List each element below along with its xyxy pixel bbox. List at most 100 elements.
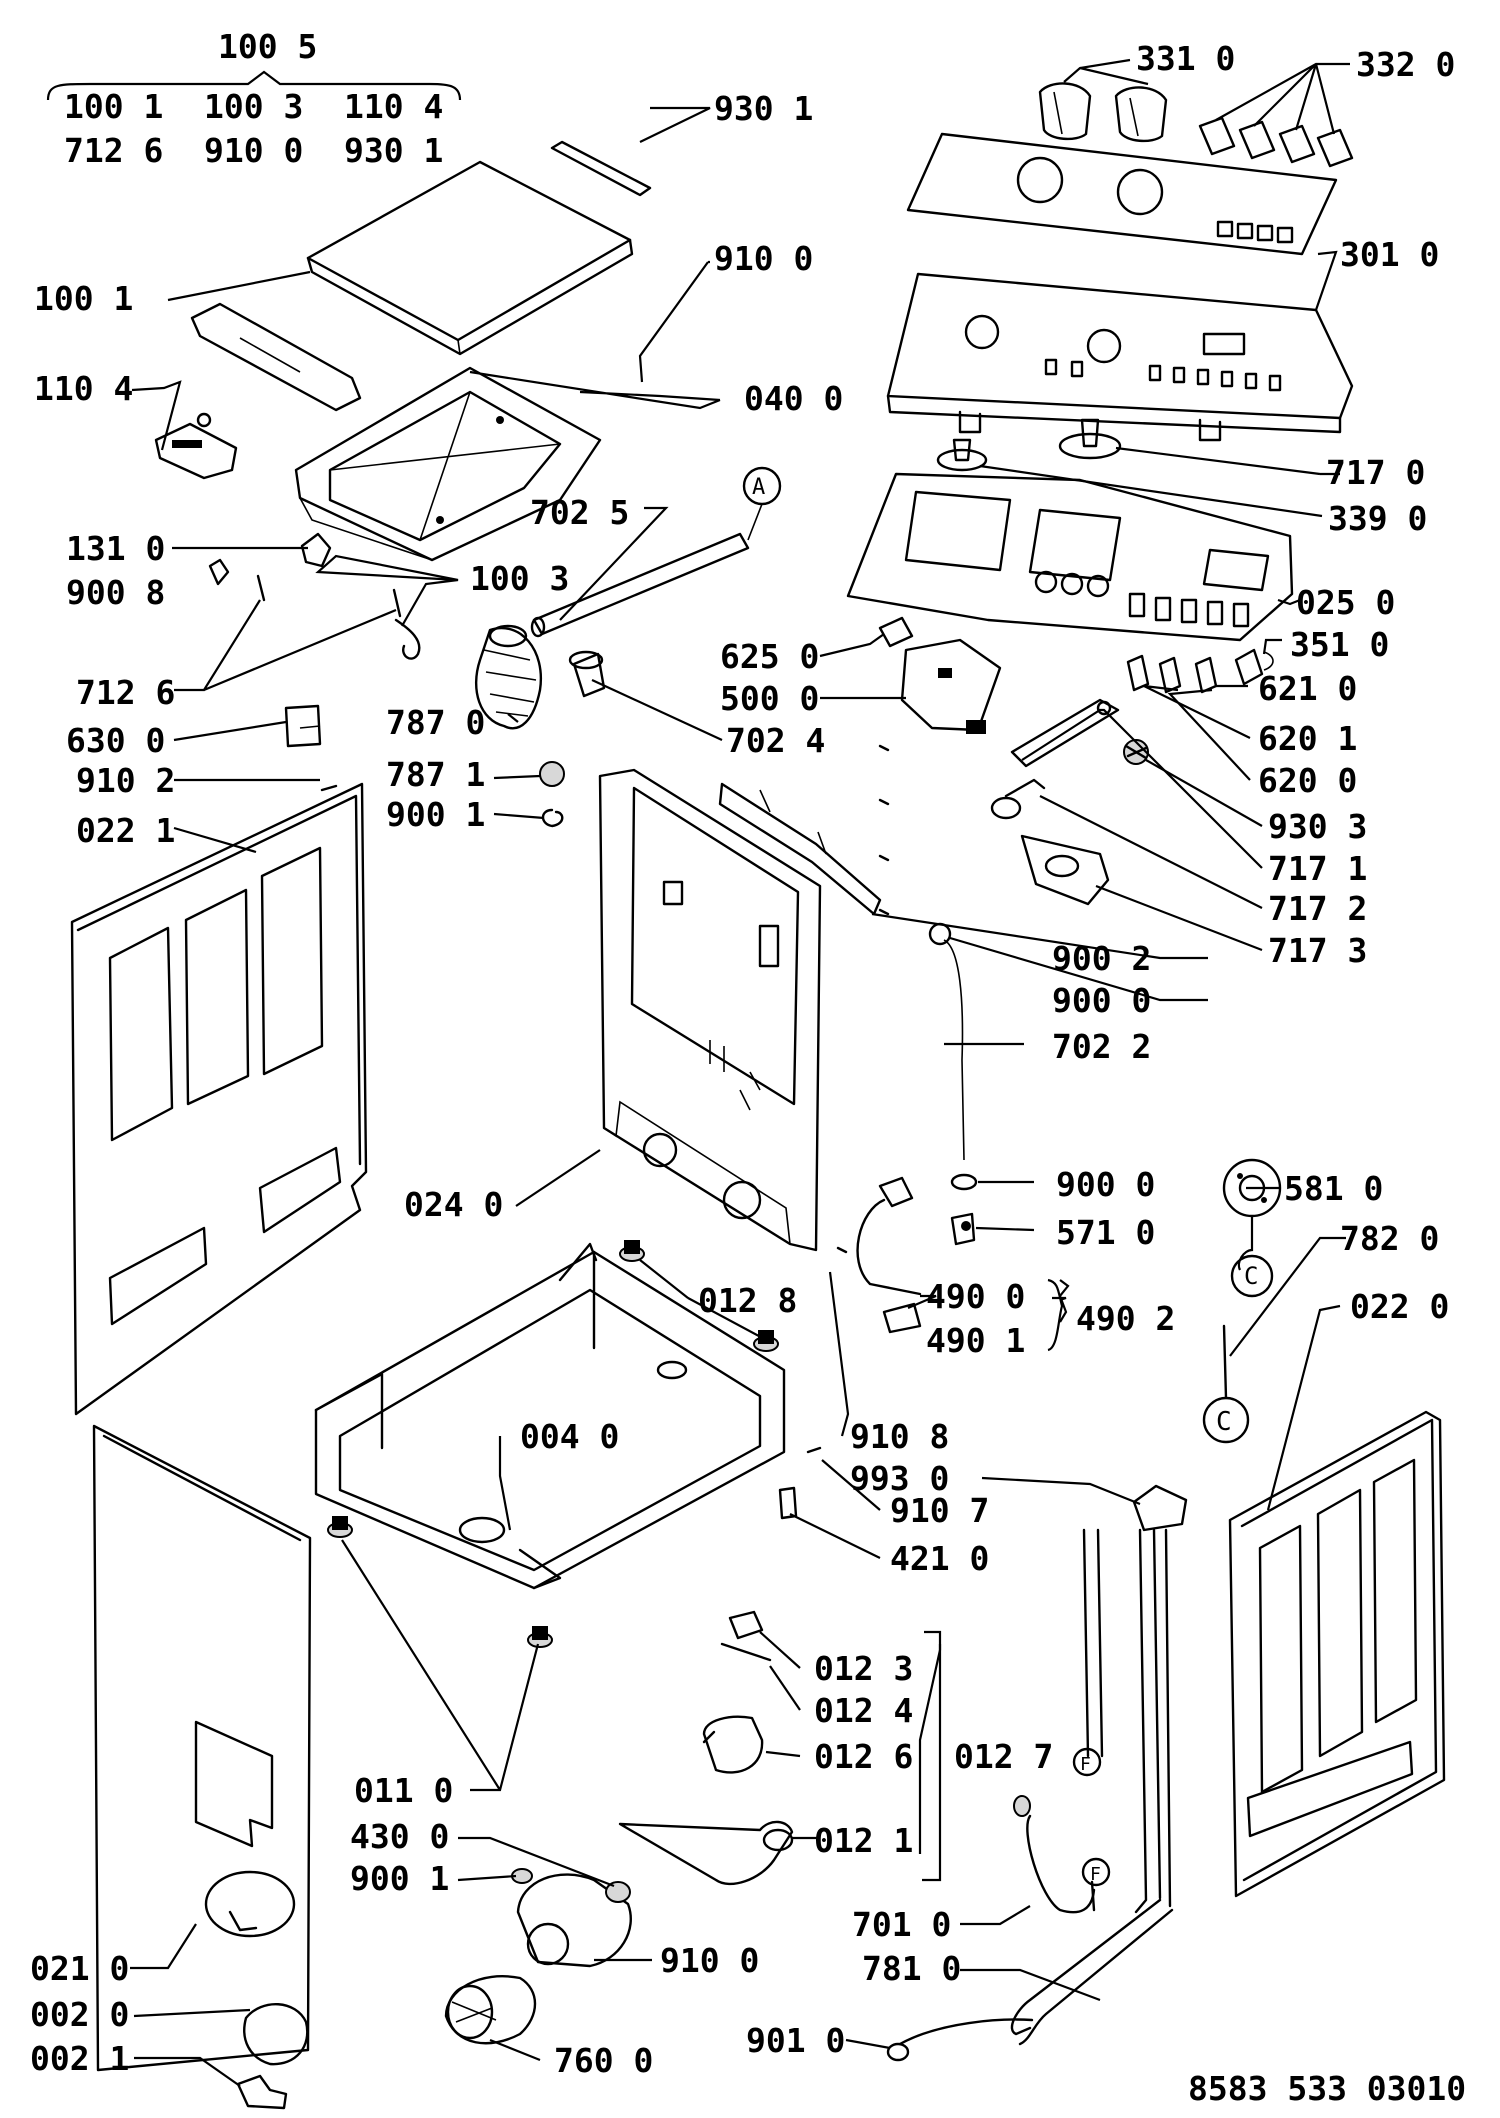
bellows-part (475, 624, 543, 730)
callout-004-0: 004 0 (520, 1417, 619, 1456)
callout-100-1: 100 1 (34, 279, 133, 318)
callout-910-0-bottom: 910 0 (660, 1941, 759, 1980)
motor-mount-parts (618, 1610, 794, 1886)
panel-cover-part (906, 132, 1338, 256)
pump-filter-part (444, 1975, 537, 2045)
callout-labels: 100 5 100 1 100 3 110 4 712 6 910 0 930 … (30, 27, 1455, 2080)
callout-011-0: 011 0 (354, 1771, 453, 1810)
callout-430-0: 430 0 (350, 1817, 449, 1856)
connector-c-bottom: C (1216, 1407, 1232, 1437)
callout-630-0: 630 0 (66, 721, 165, 760)
callout-787-0: 787 0 (386, 703, 485, 742)
capacitor-part (778, 1486, 798, 1520)
callout-002-1: 002 1 (30, 2039, 129, 2078)
hose-part (530, 466, 782, 638)
callout-702-5: 702 5 (530, 493, 629, 532)
callout-012-7: 012 7 (954, 1737, 1053, 1776)
hinge-part (208, 532, 421, 660)
callout-910-0-list: 910 0 (204, 131, 303, 170)
callout-339-0: 339 0 (1328, 499, 1427, 538)
callout-490-0: 490 0 (926, 1277, 1025, 1316)
pulley-part (990, 778, 1046, 820)
callout-760-0: 760 0 (554, 2041, 653, 2080)
callout-993-0: 993 0 (850, 1459, 949, 1498)
callout-351-0: 351 0 (1290, 625, 1389, 664)
front-panel-part (92, 1424, 312, 2072)
callout-021-0: 021 0 (30, 1949, 129, 1988)
callout-717-2: 717 2 (1268, 889, 1367, 928)
callout-331-0: 331 0 (1136, 39, 1235, 78)
inlet-hose-part (1013, 1795, 1096, 1914)
screws-part (320, 744, 890, 1454)
right-side-panel-part (1228, 1410, 1446, 1898)
callout-702-4: 702 4 (726, 721, 825, 760)
callout-110-4: 110 4 (34, 369, 133, 408)
feet-part (327, 1240, 779, 1648)
callout-024-0: 024 0 (404, 1185, 503, 1224)
callout-620-1: 620 1 (1258, 719, 1357, 758)
top-frame-part (294, 366, 602, 562)
callout-900-8: 900 8 (66, 573, 165, 612)
callout-110-4-list: 110 4 (344, 87, 443, 126)
callout-131-0: 131 0 (66, 529, 165, 568)
spring-part (1123, 739, 1149, 765)
callout-012-6: 012 6 (814, 1737, 913, 1776)
connector-part (950, 1173, 978, 1246)
callout-717-1: 717 1 (1268, 849, 1367, 888)
callout-002-0: 002 0 (30, 1995, 129, 2034)
lever-part (1010, 698, 1120, 768)
callout-490-2: 490 2 (1076, 1299, 1175, 1338)
callout-022-1: 022 1 (76, 811, 175, 850)
control-board-part (846, 472, 1294, 642)
tube-part (928, 922, 965, 1161)
connector-letters: A C C F F (752, 475, 1258, 1885)
rear-bracket-part (718, 782, 882, 916)
callout-012-1: 012 1 (814, 1821, 913, 1860)
small-plate-part (284, 704, 322, 748)
callout-781-0: 781 0 (862, 1949, 961, 1988)
vertical-tube-part (1082, 1528, 1104, 1758)
lid-part (306, 160, 634, 356)
callout-712-6: 712 6 (76, 673, 175, 712)
callout-930-1: 930 1 (714, 89, 813, 128)
callout-621-0: 621 0 (1258, 669, 1357, 708)
callout-025-0: 025 0 (1296, 583, 1395, 622)
callout-012-8: 012 8 (698, 1281, 797, 1320)
callout-787-1: 787 1 (386, 755, 485, 794)
drawing-number: 8583 533 03010 (1188, 2069, 1466, 2108)
module-part (878, 616, 1002, 734)
callout-421-0: 421 0 (890, 1539, 989, 1578)
lid-handle-part (154, 302, 362, 480)
filter-door-hinge-part (236, 2074, 288, 2110)
callout-100-1-list: 100 1 (64, 87, 163, 126)
connector-c-top: C (1244, 1262, 1258, 1290)
drain-pump-part (516, 1873, 632, 1968)
left-side-panel-part (70, 782, 368, 1416)
callout-900-1-top: 900 1 (386, 795, 485, 834)
callout-901-0: 901 0 (746, 2021, 845, 2060)
callout-900-0: 900 0 (1056, 1165, 1155, 1204)
callout-910-2: 910 2 (76, 761, 175, 800)
back-frame-part (598, 768, 822, 1252)
callout-022-0: 022 0 (1350, 1287, 1449, 1326)
callout-702-2: 702 2 (1052, 1027, 1151, 1066)
callout-100-5: 100 5 (218, 27, 317, 66)
callout-100-3: 100 3 (470, 559, 569, 598)
callout-717-0: 717 0 (1326, 453, 1425, 492)
callout-100-3-list: 100 3 (204, 87, 303, 126)
connector-a: A (752, 475, 765, 500)
filter-ball-part (539, 761, 565, 828)
lock-part (1020, 834, 1110, 906)
callout-490-1: 490 1 (926, 1321, 1025, 1360)
callout-332-0: 332 0 (1356, 45, 1455, 84)
callout-900-2: 900 2 (1052, 939, 1151, 978)
connector-f-top: F (1080, 1754, 1091, 1775)
spout-part (568, 650, 606, 698)
callout-581-0: 581 0 (1284, 1169, 1383, 1208)
callout-012-4: 012 4 (814, 1691, 913, 1730)
knob-part (1038, 82, 1168, 143)
base-frame-part (314, 1242, 786, 1590)
lid-strip-part (550, 140, 652, 197)
fascia-part (886, 272, 1354, 442)
